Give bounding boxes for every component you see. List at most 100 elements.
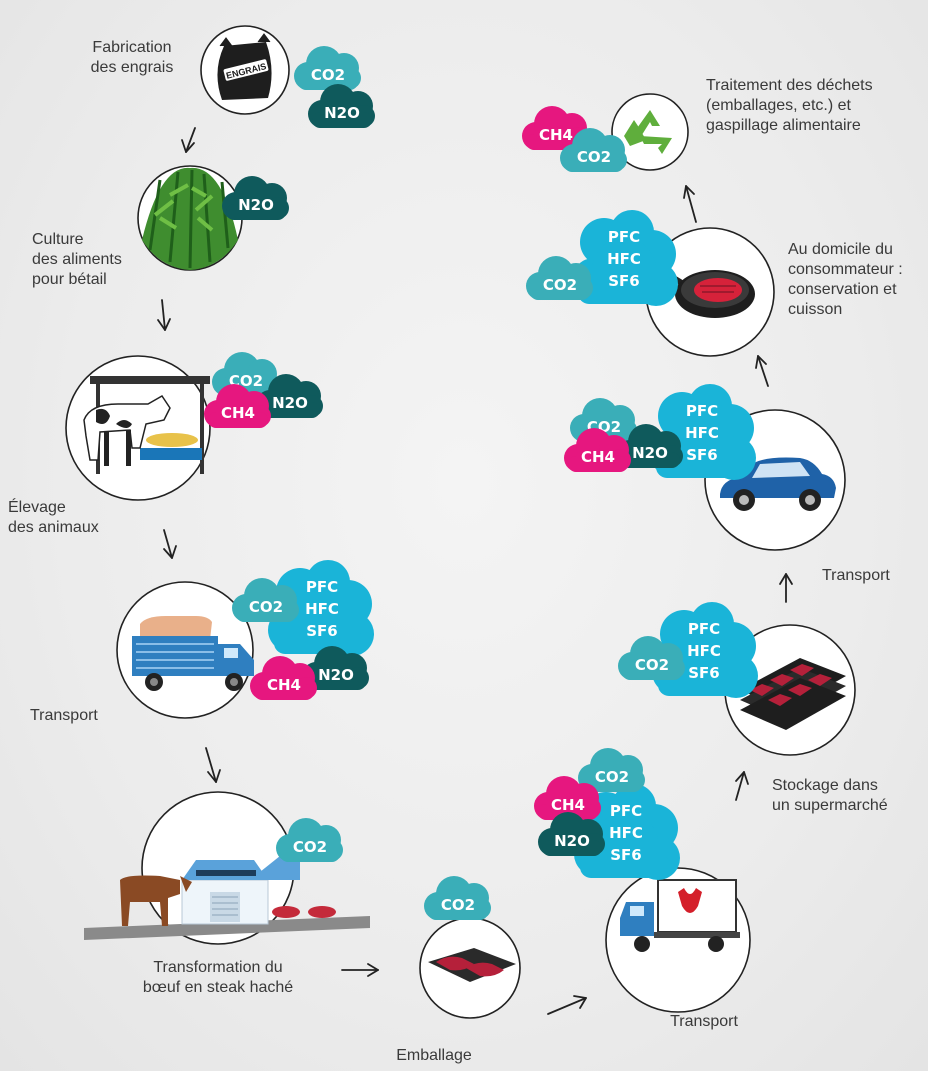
step-fertilizer: ENGRAIS [200,25,290,115]
step-livestock [65,355,211,501]
gas-sf6: SF6 [688,664,720,682]
cloud-n2o: N2O [308,84,375,128]
gas-pfc: PFC [610,802,642,820]
arrow [779,573,793,603]
gas-hfc: HFC [687,642,721,660]
corn-field-icon [142,167,238,270]
cow-barn-icon [83,376,210,474]
cloud-ch4: CH4 [534,776,601,820]
gas-co2: CO2 [543,276,577,294]
cloud-n2o: N2O [616,424,683,468]
arrow [157,299,171,331]
gas-ch4: CH4 [581,448,615,466]
gas-pfc: PFC [686,402,718,420]
refrigerated-truck-icon [620,879,740,952]
gas-sf6: SF6 [608,272,640,290]
label-emballage: Emballage [396,1047,472,1064]
gas-co2: CO2 [577,148,611,166]
step-storage [724,624,856,756]
label-stockage: Stockage dans un supermarché [772,777,888,814]
label-fabrication: Fabrication des engrais [90,39,174,76]
step-crops [137,165,243,271]
cloud-co2: CO2 [560,128,627,172]
step-transport-refrigerated [605,867,751,1013]
cloud-co2: CO2 [232,578,299,622]
arrow [683,185,697,223]
cloud-fluorinated: PFC HFC SF6 [574,784,680,880]
gas-n2o: N2O [272,394,308,412]
frying-pan-icon [637,255,755,318]
cloud-fluorinated: PFC HFC SF6 [268,560,374,656]
cloud-co2: CO2 [526,256,593,300]
gas-sf6: SF6 [306,622,338,640]
arrow [163,529,177,559]
label-domicile: Au domicile du consommateur : conservati… [788,241,903,318]
arrow [547,995,587,1015]
label-transport-2: Transport [670,1013,738,1030]
cloud-fluorinated: PFC HFC SF6 [572,210,678,306]
arrow [205,747,221,783]
step-waste [611,93,689,171]
step-circle [611,93,689,171]
gas-n2o: N2O [238,196,274,214]
cloud-co2: CO2 [578,748,645,792]
gas-pfc: PFC [306,578,338,596]
cloud-ch4: CH4 [250,656,317,700]
label-transformation: Transformation du bœuf en steak haché [142,959,294,996]
cloud-n2o: N2O [256,374,323,418]
cloud-n2o: N2O [302,646,369,690]
gas-n2o: N2O [318,666,354,684]
step-home-cooking [637,227,775,357]
gas-co2: CO2 [441,896,475,914]
gas-sf6: SF6 [686,446,718,464]
label-elevage: Élevage des animaux [8,499,99,536]
fertilizer-bag-icon: ENGRAIS [217,33,272,100]
recycle-icon [624,110,672,154]
cloud-co2: CO2 [294,46,361,90]
gas-n2o: N2O [554,832,590,850]
cloud-n2o: N2O [538,812,605,856]
arrow [341,963,379,977]
gas-n2o: N2O [324,104,360,122]
cloud-co2: CO2 [276,818,343,862]
gas-ch4: CH4 [551,796,585,814]
arrow [755,355,769,387]
gas-co2: CO2 [635,656,669,674]
conveyor-belt [84,916,370,940]
step-processing [84,791,370,945]
step-transport-cattle [116,581,254,719]
gas-pfc: PFC [608,228,640,246]
label-transport-3: Transport [822,567,890,584]
arrow [181,127,196,153]
cloud-n2o: N2O [222,176,289,220]
gas-co2: CO2 [311,66,345,84]
step-packaging [419,917,521,1019]
gas-hfc: HFC [609,824,643,842]
cattle-truck-icon [132,616,254,691]
label-dechets: Traitement des déchets (emballages, etc.… [706,77,873,134]
gas-pfc: PFC [688,620,720,638]
label-culture: Culture des aliments pour bétail [32,231,122,288]
gas-n2o: N2O [632,444,668,462]
gas-co2: CO2 [249,598,283,616]
cloud-ch4: CH4 [564,428,631,472]
arrow [735,771,749,801]
supermarket-stock-icon [740,658,846,730]
arrows [157,127,793,1015]
gas-hfc: HFC [607,250,641,268]
gas-sf6: SF6 [610,846,642,864]
gas-ch4: CH4 [267,676,301,694]
cloud-fluorinated: PFC HFC SF6 [652,602,758,698]
car-icon [720,457,836,511]
gas-hfc: HFC [305,600,339,618]
cloud-ch4: CH4 [204,384,271,428]
cloud-co2: CO2 [618,636,685,680]
gas-hfc: HFC [685,424,719,442]
cloud-ch4: CH4 [522,106,589,150]
gas-ch4: CH4 [221,404,255,422]
gas-ch4: CH4 [539,126,573,144]
label-transport-1: Transport [30,707,98,724]
cloud-co2: CO2 [424,876,491,920]
gas-co2: CO2 [293,838,327,856]
